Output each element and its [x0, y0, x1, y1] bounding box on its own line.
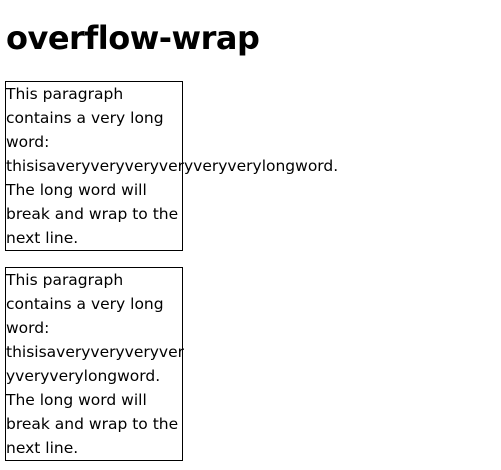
overflow-wrap-normal-paragraph: This paragraph contains a very long word… [5, 81, 339, 251]
paragraph-line: word: [6, 319, 50, 337]
paragraph-line: This paragraph [6, 85, 124, 103]
paragraph-line: break and wrap to the [6, 205, 179, 223]
paragraph-line: break and wrap to the [6, 415, 179, 433]
paragraph-line: This paragraph [6, 271, 124, 289]
long-word-overflowing: thisisaveryveryveryveryveryverylongword. [6, 157, 339, 175]
paragraph-line: word: [6, 133, 50, 151]
paragraph-line: contains a very long [6, 295, 164, 313]
paragraph-line: The long word will [6, 391, 147, 409]
long-word-part-1: thisisaveryveryveryver [6, 343, 185, 361]
long-word-part-2: yveryverylongword. [6, 367, 161, 385]
paragraph-line: next line. [6, 229, 79, 247]
overflow-wrap-break-word-paragraph: This paragraph contains a very long word… [5, 267, 185, 461]
paragraph-line: The long word will [6, 181, 147, 199]
page-title: overflow-wrap [6, 19, 260, 57]
paragraph-line: next line. [6, 439, 79, 457]
paragraph-line: contains a very long [6, 109, 164, 127]
